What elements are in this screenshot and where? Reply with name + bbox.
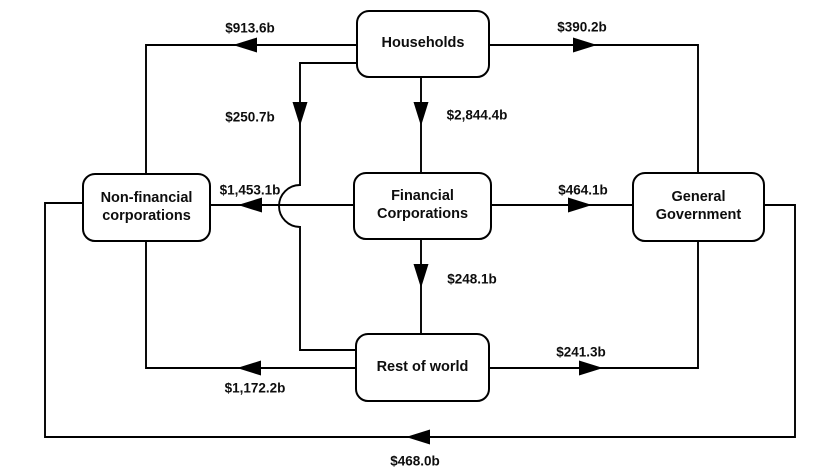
flow-amount-financial-to-nonfinancial: $1,453.1b bbox=[219, 182, 281, 198]
connector-households-to-restofworld bbox=[278, 62, 356, 351]
node-households: Households bbox=[356, 10, 490, 78]
node-nonfinancial-corporations-label: Non-financial corporations bbox=[100, 189, 193, 224]
flow-amount-government-to-nonfinancial: $468.0b bbox=[390, 453, 440, 469]
flow-amount-financial-to-government: $464.1b bbox=[558, 182, 608, 198]
arrowhead-financial-to-nonfinancial bbox=[238, 197, 262, 213]
flow-amount-households-to-government: $390.2b bbox=[557, 19, 607, 35]
node-households-label: Households bbox=[381, 35, 465, 52]
arrowhead-households-to-restofworld bbox=[292, 102, 308, 126]
flow-amount-households-to-financial: $2,844.4b bbox=[446, 107, 508, 123]
flow-amount-restofworld-to-government: $241.3b bbox=[556, 344, 606, 360]
node-nonfinancial-corporations: Non-financial corporations bbox=[82, 173, 211, 242]
flow-amount-households-to-nonfinancial: $913.6b bbox=[225, 20, 275, 36]
arrowhead-households-to-government bbox=[573, 37, 597, 53]
node-general-government: General Government bbox=[632, 172, 765, 242]
arrowhead-restofworld-to-nonfinancial bbox=[237, 360, 261, 376]
node-rest-of-world-label: Rest of world bbox=[376, 358, 469, 375]
node-financial-corporations-label: Financial Corporations bbox=[376, 188, 469, 222]
node-rest-of-world: Rest of world bbox=[355, 333, 490, 402]
arrowhead-households-to-nonfinancial bbox=[233, 37, 257, 53]
connector-restofworld-to-government bbox=[490, 242, 699, 369]
node-general-government-label: General Government bbox=[655, 189, 742, 223]
flow-amount-financial-to-restofworld: $248.1b bbox=[447, 271, 497, 287]
node-financial-corporations: Financial Corporations bbox=[353, 172, 492, 240]
flow-amount-restofworld-to-nonfinancial: $1,172.2b bbox=[224, 380, 286, 396]
flow-amount-households-to-restofworld: $250.7b bbox=[225, 109, 275, 125]
arrowhead-financial-to-restofworld bbox=[413, 264, 429, 288]
connector-households-to-government bbox=[490, 44, 699, 172]
arrowhead-government-to-nonfinancial bbox=[406, 429, 430, 445]
arrowhead-restofworld-to-government bbox=[579, 360, 603, 376]
arrowhead-financial-to-government bbox=[568, 197, 592, 213]
connector-restofworld-to-nonfinancial bbox=[145, 242, 355, 369]
arrowhead-households-to-financial bbox=[413, 102, 429, 126]
connector-households-to-nonfinancial bbox=[145, 44, 356, 173]
